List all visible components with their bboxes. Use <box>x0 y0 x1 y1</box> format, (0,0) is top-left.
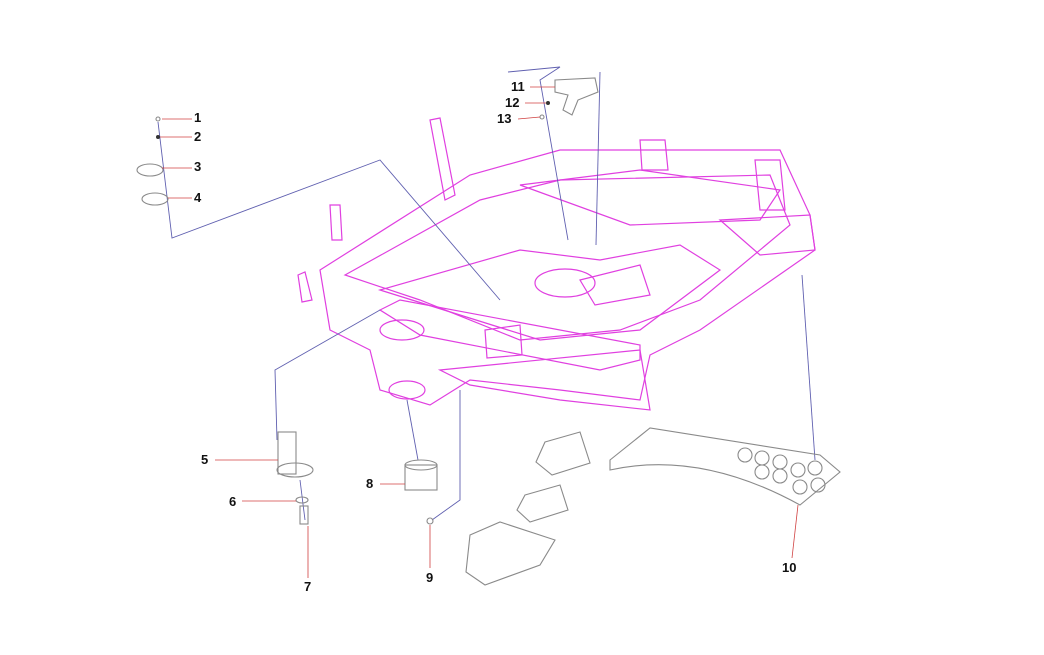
leader-lines <box>157 66 816 521</box>
loose-parts <box>136 77 841 586</box>
callout-6: 6 <box>229 494 237 509</box>
callout-9: 9 <box>426 570 434 585</box>
callout-7: 7 <box>304 579 312 594</box>
callout-13: 13 <box>497 111 512 126</box>
callout-11: 11 <box>511 79 525 94</box>
callout-2: 2 <box>194 129 202 144</box>
callout-8: 8 <box>366 476 374 491</box>
callout-3: 3 <box>194 159 202 174</box>
callout-4: 4 <box>194 190 202 205</box>
callout-12: 12 <box>505 95 520 110</box>
main-frame <box>297 117 816 411</box>
callout-lines <box>160 86 799 578</box>
callout-1: 1 <box>194 110 202 125</box>
callout-5: 5 <box>201 452 209 467</box>
callout-10: 10 <box>782 560 797 575</box>
